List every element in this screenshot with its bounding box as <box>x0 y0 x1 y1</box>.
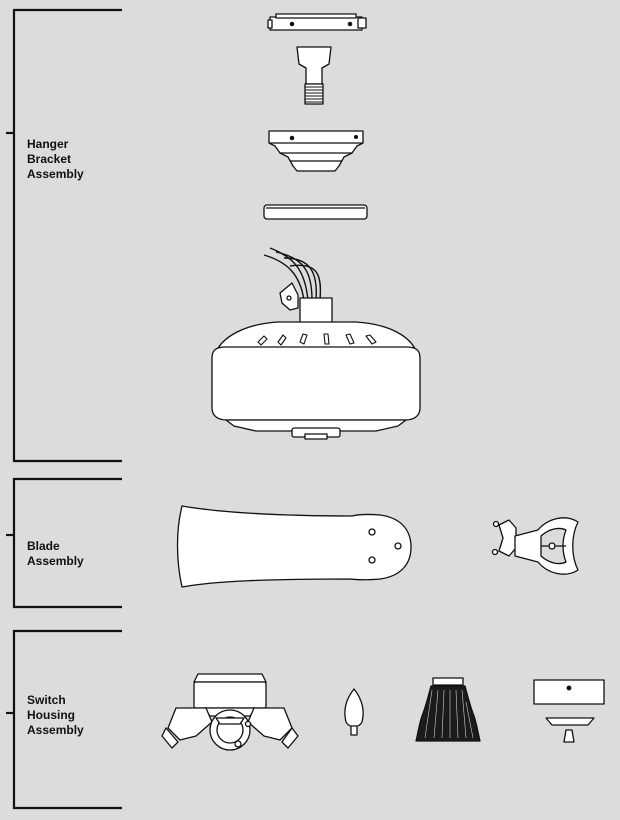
blade-group-bracket <box>12 477 122 609</box>
motor-vents <box>257 333 377 346</box>
motor-housing <box>211 247 421 440</box>
hanger-bracket-group-bracket <box>12 8 122 463</box>
blade-arm <box>491 517 579 575</box>
switch-housing-group-bracket <box>12 629 122 810</box>
switch-housing-assembly-label: Switch Housing Assembly <box>27 693 84 737</box>
glass-shade <box>415 677 481 742</box>
blade-assembly-label: Blade Assembly <box>27 539 84 568</box>
fan-blade <box>176 505 412 588</box>
candle-bulb <box>344 688 364 736</box>
downrod-coupler <box>296 46 332 105</box>
canopy <box>268 130 364 172</box>
mounting-bracket <box>267 13 367 31</box>
canopy-trim-ring <box>263 204 368 220</box>
switch-housing-light-kit <box>161 673 299 751</box>
switch-housing-cap <box>533 679 605 743</box>
hanger-bracket-assembly-label: Hanger Bracket Assembly <box>27 137 84 181</box>
